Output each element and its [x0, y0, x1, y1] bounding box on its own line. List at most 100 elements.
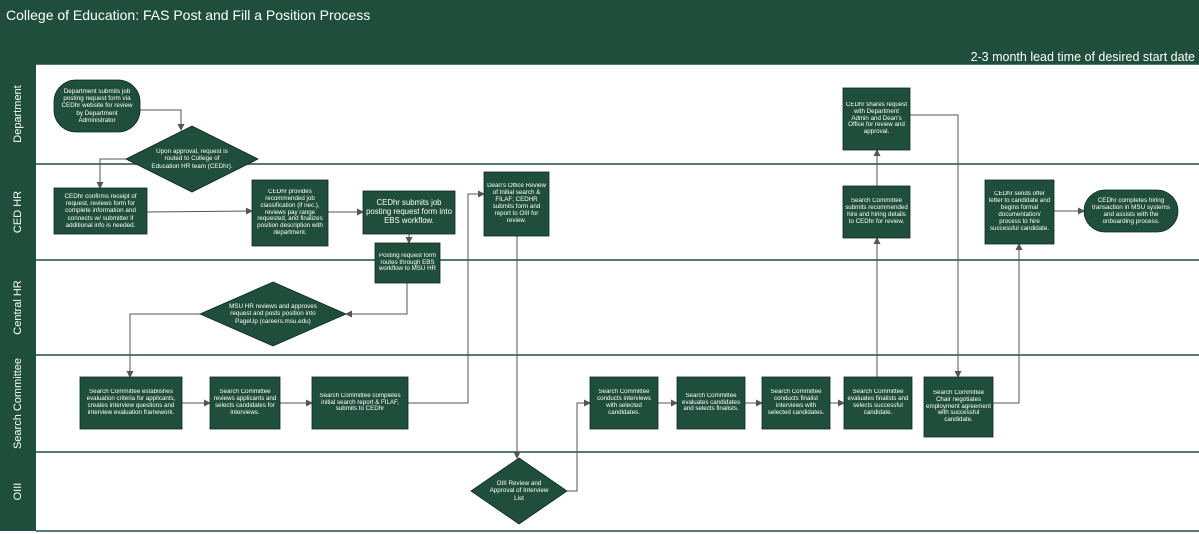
node-oiii-review: OIII Review and Approval of Interview Li…: [470, 457, 568, 525]
node-label-dept-submits: Department submits job posting request f…: [61, 88, 133, 124]
node-label-sc-establishes: Search Committee establishes evaluation …: [86, 389, 176, 416]
node-approval-routed: Upon approval, request is routed to Coll…: [125, 125, 259, 193]
process-shape: [374, 242, 441, 284]
node-text-box: CEDhr shares request with Department Adm…: [845, 101, 908, 136]
node-label-sc-evaluates: Search Committee evaluates candidates an…: [681, 392, 741, 413]
node-label-cedhr-completes: CEDhr completes hiring transaction in MS…: [1091, 196, 1171, 226]
lane-label-bg: [0, 164, 36, 260]
decision-shape: [125, 125, 259, 193]
node-text-box: Search Committee conducts finalist inter…: [767, 389, 825, 416]
node-text-box: Search Committee establishes evaluation …: [86, 389, 176, 416]
connector-dept-to-approval: [140, 109, 185, 131]
node-cedhr-completes: CEDhr completes hiring transaction in MS…: [1083, 189, 1179, 233]
process-shape: [251, 179, 329, 247]
node-deans-review: Dean's Office Review of Initial search &…: [483, 171, 550, 237]
lane-label-central-hr: Central HR: [12, 280, 24, 334]
node-text-box: Search Committee evaluates finalists and…: [847, 389, 909, 416]
decision-shape: [470, 457, 568, 525]
process-shape: [842, 87, 911, 151]
lane-label-department: Department: [12, 85, 24, 142]
node-text-box: CEDhr sends offer letter to candidate an…: [989, 191, 1050, 232]
connector-confirm-to-provides: [146, 207, 253, 215]
node-label-cedhr-provides: CEDhr provides recommended job classific…: [257, 188, 323, 237]
process-shape: [79, 376, 183, 430]
node-label-sc-evaluates-finalists: Search Committee evaluates finalists and…: [847, 389, 909, 416]
process-shape: [984, 179, 1055, 245]
process-shape: [842, 185, 911, 239]
node-label-msuhr-reviews: MSU HR reviews and approves request and …: [229, 303, 317, 325]
swimlane-oiii: OIII: [0, 452, 1199, 532]
node-posting-routes: Posting request form routes through EBS …: [374, 242, 441, 284]
node-text-box: Search Committee conducts interviews wit…: [597, 389, 651, 416]
lane-label-bg: [0, 452, 36, 531]
node-text-box: Search Committee submits recommended hir…: [845, 198, 908, 225]
node-cedhr-offer: CEDhr sends offer letter to candidate an…: [984, 179, 1055, 245]
node-label-approval-routed: Upon approval, request is routed to Coll…: [151, 148, 233, 170]
node-label-cedhr-shares: CEDhr shares request with Department Adm…: [845, 101, 908, 136]
process-shape: [843, 376, 913, 430]
header-bar: College of Education: FAS Post and Fill …: [0, 0, 1199, 64]
diagram-title: College of Education: FAS Post and Fill …: [6, 7, 371, 23]
node-text-box: Search Committee reviews applicants and …: [214, 389, 277, 416]
node-sc-interviews: Search Committee conducts interviews wit…: [589, 376, 659, 430]
node-cedhr-confirms: CEDhr confirms receipt of request, revie…: [53, 187, 148, 235]
node-sc-submits-hire: Search Committee submits recommended hir…: [842, 185, 911, 239]
node-label-sc-interviews: Search Committee conducts interviews wit…: [597, 389, 651, 416]
node-text-box: MSU HR reviews and approves request and …: [229, 303, 317, 325]
node-sc-finalist: Search Committee conducts finalist inter…: [761, 376, 831, 430]
process-shape: [362, 190, 456, 235]
swimlane-ced-hr: CED HR: [0, 164, 1199, 261]
node-text-box: CEDhr completes hiring transaction in MS…: [1091, 196, 1171, 226]
process-shape: [311, 376, 409, 430]
process-shape: [483, 171, 550, 237]
node-label-sc-completes-report: Search Committee completes initial searc…: [319, 392, 401, 413]
decision-shape: [199, 281, 347, 347]
node-label-posting-routes: Posting request form routes through EBS …: [378, 252, 437, 273]
node-text-box: Upon approval, request is routed to Coll…: [151, 148, 233, 170]
lead-time-note: 2-3 month lead time of desired start dat…: [970, 50, 1195, 64]
lane-label-bg: [0, 355, 36, 452]
swimlane-central-hr: Central HR: [0, 260, 1199, 356]
lane-label-search-committee: Search Committee: [12, 358, 24, 449]
node-sc-completes-report: Search Committee completes initial searc…: [311, 376, 409, 430]
node-sc-establishes: Search Committee establishes evaluation …: [79, 376, 183, 430]
process-shape: [209, 376, 281, 430]
connector-chair-to-offer: [993, 243, 1023, 404]
node-label-sc-submits-hire: Search Committee submits recommended hir…: [845, 198, 908, 225]
process-shape: [676, 376, 746, 430]
connector-oiii-to-interviews: [545, 399, 591, 492]
node-label-cedhr-submits-ebs: CEDhr submits job posting request form i…: [366, 199, 452, 225]
node-text-box: CEDhr confirms receipt of request, revie…: [64, 193, 136, 228]
lane-label-bg: [0, 64, 36, 164]
node-text-box: OIII Review and Approval of Interview Li…: [490, 480, 549, 501]
node-text-box: CEDhr provides recommended job classific…: [257, 188, 323, 237]
connector-shares-to-chair: [910, 114, 962, 378]
node-sc-reviews-applicants: Search Committee reviews applicants and …: [209, 376, 281, 430]
node-text-box: Posting request form routes through EBS …: [378, 252, 437, 273]
lane-label-ced-hr: CED HR: [12, 191, 24, 233]
connector-report-to-deans: [408, 190, 485, 404]
node-label-sc-chair-negotiates: Search Committee Chair negotiates employ…: [926, 389, 991, 424]
lane-label-bg: [0, 260, 36, 355]
process-shape: [53, 187, 148, 235]
lane-label-oiii: OIII: [12, 483, 24, 501]
process-shape: [761, 376, 831, 430]
node-msuhr-reviews: MSU HR reviews and approves request and …: [199, 281, 347, 347]
node-text-box: Search Committee completes initial searc…: [319, 392, 401, 413]
node-cedhr-provides: CEDhr provides recommended job classific…: [251, 179, 329, 247]
node-cedhr-submits-ebs: CEDhr submits job posting request form i…: [362, 190, 456, 235]
connector-routes-to-msuhr: [345, 283, 408, 318]
node-text-box: Department submits job posting request f…: [61, 88, 133, 124]
node-text-box: Dean's Office Review of Initial search &…: [487, 183, 546, 224]
node-sc-evaluates: Search Committee evaluates candidates an…: [676, 376, 746, 430]
swimlane-search-committee: Search Committee: [0, 355, 1199, 453]
terminator-shape: [53, 79, 141, 133]
node-label-sc-finalist: Search Committee conducts finalist inter…: [767, 389, 825, 416]
node-text-box: CEDhr submits job posting request form i…: [366, 199, 452, 225]
node-text-box: Search Committee Chair negotiates employ…: [926, 389, 991, 424]
connector-msuhr-to-establishes: [126, 313, 200, 378]
node-cedhr-shares: CEDhr shares request with Department Adm…: [842, 87, 911, 151]
process-shape: [923, 376, 994, 438]
